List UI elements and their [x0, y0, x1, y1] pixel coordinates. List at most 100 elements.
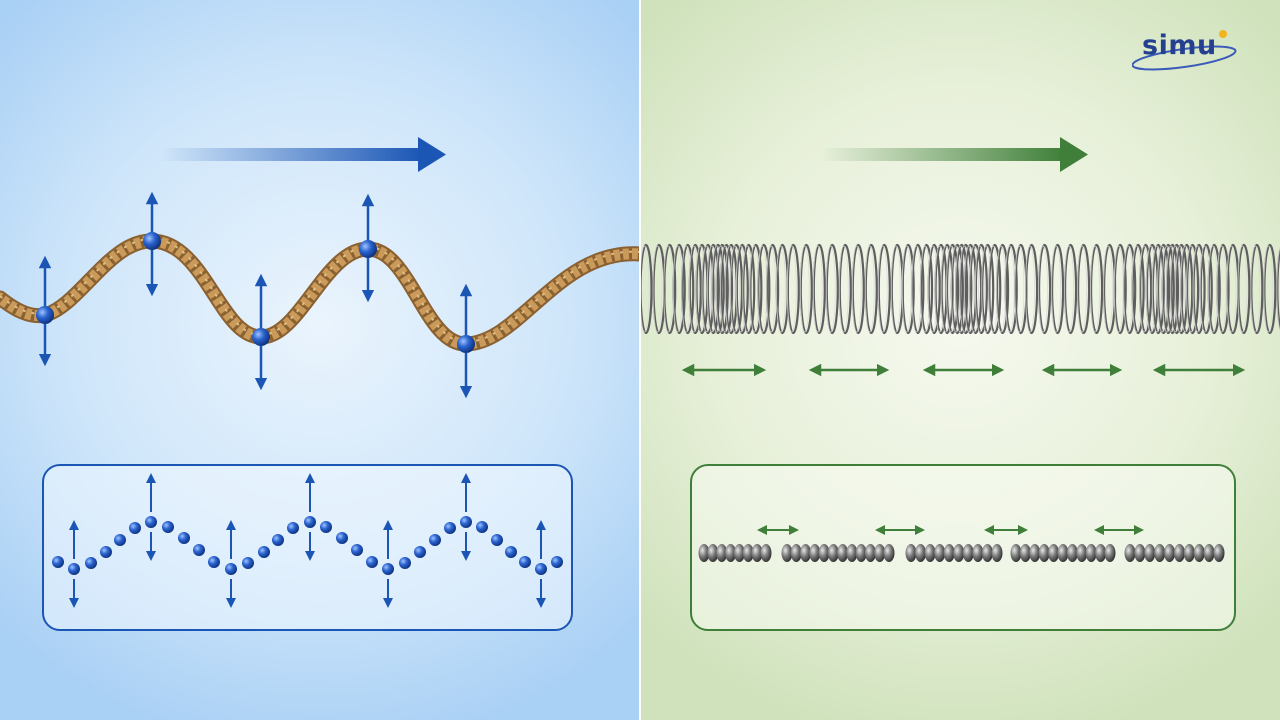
- longitudinal-particle: [981, 544, 993, 562]
- spring-coil: [757, 243, 771, 335]
- spring-coil-highlight: [1038, 245, 1049, 333]
- longitudinal-particle: [905, 544, 917, 562]
- longitudinal-particle: [962, 544, 974, 562]
- spring-coil: [663, 243, 677, 335]
- transverse-particle: [208, 556, 220, 568]
- spring-coil-highlight: [964, 245, 974, 333]
- longitudinal-particle: [809, 544, 821, 562]
- spring-coil: [1161, 243, 1175, 335]
- longitudinal-particle: [1124, 544, 1136, 562]
- wave-direction-arrow-right: [820, 137, 1088, 172]
- longitudinal-particle: [1095, 544, 1107, 562]
- spring-coil-highlight: [864, 245, 875, 333]
- transverse-particle: [399, 557, 411, 569]
- spring-coil-highlight: [701, 245, 712, 333]
- spring-coil: [688, 243, 702, 335]
- spring-coil-highlight: [901, 245, 912, 333]
- longitudinal-particle: [1057, 544, 1069, 562]
- transverse-particle: [178, 532, 190, 544]
- spring-coil: [742, 243, 756, 335]
- transverse-particle: [145, 516, 157, 528]
- longitudinal-particle: [864, 544, 876, 562]
- longitudinal-particle: [800, 544, 812, 562]
- longitudinal-particle: [837, 544, 849, 562]
- spring-coil: [877, 243, 891, 335]
- spring-coil-highlight: [940, 245, 951, 333]
- spring-coil: [641, 243, 653, 335]
- transverse-particle: [551, 556, 563, 568]
- longitudinal-particle: [781, 544, 793, 562]
- transverse-particle: [100, 546, 112, 558]
- spring-coil: [981, 243, 995, 335]
- spring-coil-highlight: [1226, 245, 1237, 333]
- spring-coil: [901, 243, 915, 335]
- longitudinal-particle: [1193, 544, 1205, 562]
- transverse-particle: [519, 556, 531, 568]
- spring-coil: [911, 243, 925, 335]
- spring-coil-highlight: [695, 245, 706, 333]
- longitudinal-particle: [972, 544, 984, 562]
- spring-coil-highlight: [1263, 245, 1274, 333]
- longitudinal-particle: [1076, 544, 1088, 562]
- longitudinal-particle: [818, 544, 830, 562]
- transverse-particle: [351, 544, 363, 556]
- spring-coil: [652, 243, 666, 335]
- spring-coil: [825, 243, 839, 335]
- spring-coil-highlight: [775, 245, 786, 333]
- spring-coil-highlight: [766, 245, 777, 333]
- transverse-particle: [460, 516, 472, 528]
- longitudinal-particle: [924, 544, 936, 562]
- spring-coil: [812, 243, 826, 335]
- transverse-particle: [162, 521, 174, 533]
- longitudinal-particle: [1154, 544, 1166, 562]
- spring-coil-highlight: [1175, 245, 1185, 333]
- spring-coil-highlight: [959, 245, 970, 333]
- longitudinal-particle: [915, 544, 927, 562]
- transverse-particle: [491, 534, 503, 546]
- longitudinal-particle: [1038, 544, 1050, 562]
- spring-coil-highlight: [877, 245, 888, 333]
- rope-particles: [36, 191, 475, 399]
- transverse-particle: [535, 563, 547, 575]
- longitudinal-particle: [1048, 544, 1060, 562]
- spring-coil: [995, 243, 1010, 335]
- spring-coil: [1063, 243, 1078, 335]
- longitudinal-particle: [760, 544, 772, 562]
- longitudinal-particle: [716, 544, 728, 562]
- longitudinal-particle: [1066, 544, 1078, 562]
- spring-coil-highlight: [1216, 245, 1227, 333]
- transverse-particle: [258, 546, 270, 558]
- transverse-particle: [114, 534, 126, 546]
- spring-coil-highlight: [742, 245, 753, 333]
- spring-coil: [711, 243, 725, 335]
- spring-coil-highlight: [1250, 245, 1261, 333]
- longitudinal-particle: [1164, 544, 1176, 562]
- longitudinal-particle: [1144, 544, 1156, 562]
- longitudinal-particle: [934, 544, 946, 562]
- slinky-spring: [641, 243, 1280, 335]
- spring-coil: [735, 243, 749, 335]
- spring-coil-highlight: [1186, 245, 1197, 333]
- spring-coil-highlight: [1064, 245, 1075, 333]
- longitudinal-particle: [733, 544, 745, 562]
- spring-coil-highlight: [1151, 245, 1162, 333]
- spring-coil-highlight: [969, 245, 980, 333]
- spring-coil: [919, 243, 934, 335]
- longitudinal-particle: [874, 544, 886, 562]
- transverse-particle: [320, 521, 332, 533]
- spring-coil-highlight: [1145, 245, 1156, 333]
- transverse-particle: [414, 546, 426, 558]
- longitudinal-particle: [883, 544, 895, 562]
- spring-coil-highlight: [735, 245, 746, 333]
- spring-coil: [1123, 243, 1137, 335]
- spring-coil: [1004, 243, 1018, 335]
- spring-coil: [1076, 243, 1091, 335]
- spring-coil-highlight: [724, 245, 735, 333]
- spring-coil-highlight: [934, 245, 945, 333]
- transverse-particle: [287, 522, 299, 534]
- spring-coil-highlight: [927, 245, 938, 333]
- spring-coil: [890, 243, 904, 335]
- spring-coil-highlight: [1014, 245, 1025, 333]
- rope-particle: [457, 283, 475, 399]
- longitudinal-particle: [1029, 544, 1041, 562]
